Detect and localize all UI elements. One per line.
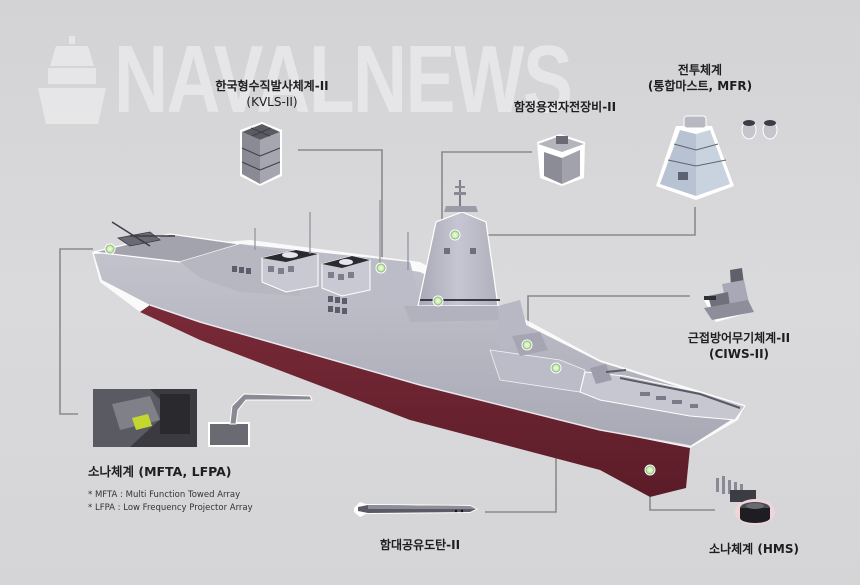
marker-ew	[432, 295, 444, 307]
vls-modules	[261, 249, 371, 297]
hms-sonar-icon	[716, 476, 775, 525]
leader-sonar-towed	[59, 248, 93, 415]
label-ew-title: 함정용전자전장비-II	[513, 100, 617, 114]
integrated-mast-icon	[656, 115, 778, 200]
leader-ew	[441, 151, 532, 235]
ew-equipment-icon	[537, 134, 585, 186]
label-sonar-towed-title: 소나체계 (MFTA, LFPA)	[88, 464, 232, 479]
system-markers	[104, 229, 656, 476]
leader-kvls	[298, 149, 383, 262]
label-combat-title: 전투체계	[677, 63, 723, 77]
label-sonar-hms-title: 소나체계 (HMS)	[709, 542, 799, 556]
marker-ciws	[521, 339, 533, 351]
helicopter	[111, 221, 175, 247]
label-combat-system: 전투체계 (통합마스트, MFR)	[630, 62, 770, 94]
label-ciws: 근접방어무기체계-II (CIWS-II)	[664, 330, 814, 362]
leader-combat	[462, 207, 696, 236]
label-ciws-title: 근접방어무기체계-II	[687, 331, 791, 345]
missile-icon	[354, 502, 478, 517]
marker-kvls	[375, 262, 387, 274]
marker-torpedo	[550, 362, 562, 374]
label-missile: 함대공유도탄-II	[360, 537, 480, 553]
label-kvls-subtitle: (KVLS-II)	[246, 95, 298, 109]
note-mfta: * MFTA : Multi Function Towed Array	[88, 490, 241, 500]
label-kvls: 한국형수직발사체계-II (KVLS-II)	[192, 78, 352, 110]
abbreviation-notes: * MFTA : Multi Function Towed Array * LF…	[88, 489, 253, 515]
label-sonar-towed: 소나체계 (MFTA, LFPA)	[88, 464, 232, 480]
note-lfpa: * LFPA : Low Frequency Projector Array	[88, 503, 253, 513]
lfpa-crane-icon	[208, 393, 313, 447]
ciws-icon	[704, 268, 754, 322]
towed-array-photo	[93, 389, 197, 447]
label-ew: 함정용전자전장비-II	[500, 99, 630, 115]
label-combat-subtitle: (통합마스트, MFR)	[647, 79, 753, 93]
marker-hms	[644, 464, 656, 476]
marker-sonar-towed	[104, 243, 116, 255]
label-kvls-title: 한국형수직발사체계-II	[215, 79, 329, 93]
label-sonar-hms: 소나체계 (HMS)	[694, 541, 814, 557]
kvls-module-icon	[240, 122, 282, 186]
label-missile-title: 함대공유도탄-II	[379, 538, 461, 552]
label-ciws-subtitle: (CIWS-II)	[708, 347, 770, 361]
marker-combat	[449, 229, 461, 241]
destroyer-ship	[92, 180, 746, 497]
